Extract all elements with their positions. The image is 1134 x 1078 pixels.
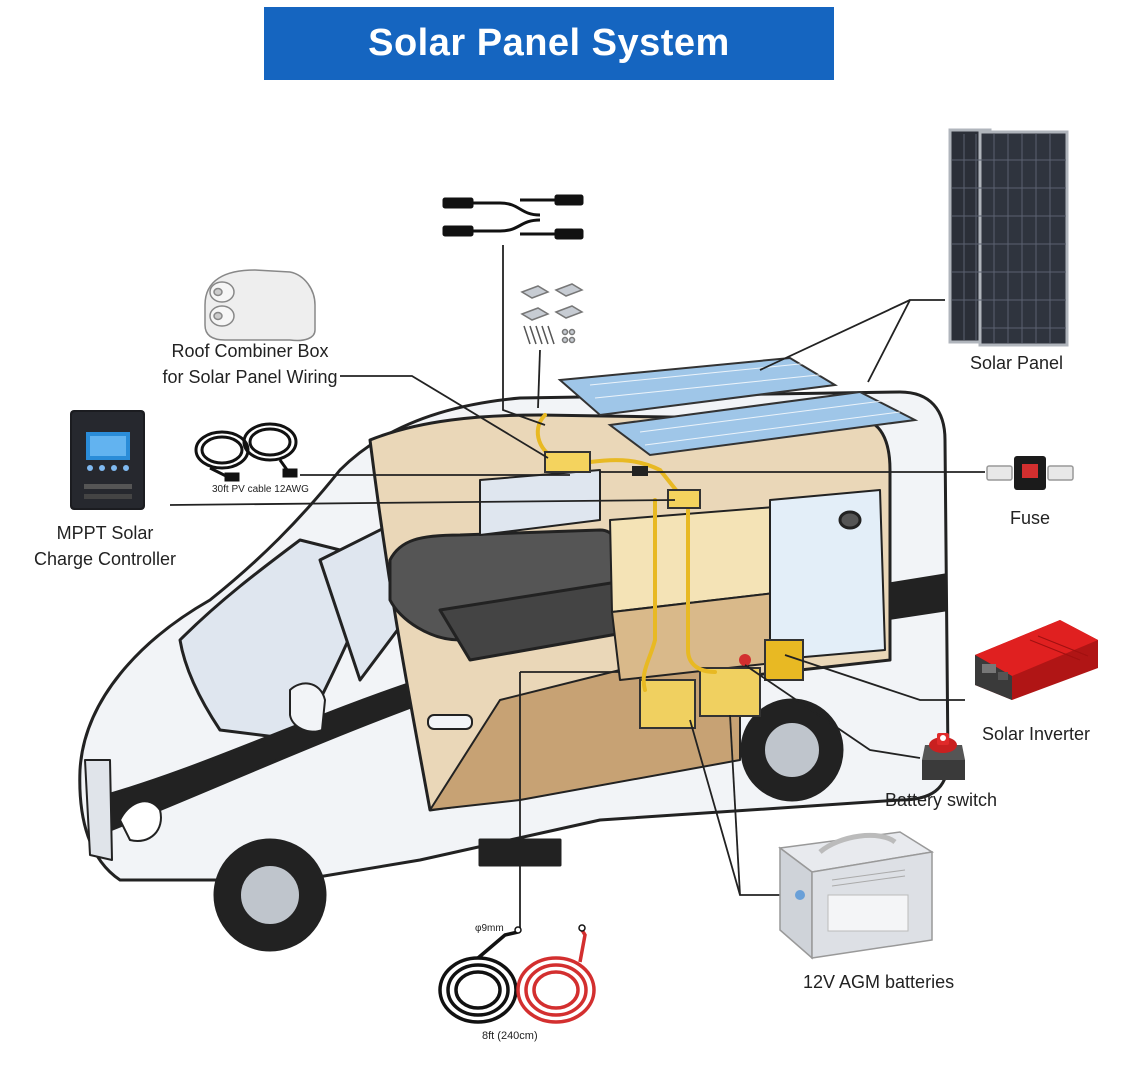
camper-van-icon bbox=[78, 390, 950, 952]
combiner-box-label-line1: Roof Combiner Box bbox=[171, 341, 329, 361]
mounting-bracket-icon bbox=[520, 283, 584, 345]
title-banner: Solar Panel System bbox=[264, 7, 834, 80]
roof-solar-panels bbox=[557, 356, 919, 457]
mppt-label: MPPT Solar Charge Controller bbox=[20, 520, 190, 572]
battery-switch-icon bbox=[922, 733, 965, 780]
fuse-icon bbox=[986, 456, 1074, 490]
mc4-connector-icon bbox=[442, 194, 584, 240]
mppt-label-line2: Charge Controller bbox=[33, 549, 177, 569]
page-title: Solar Panel System bbox=[368, 22, 730, 64]
van-controller bbox=[667, 489, 701, 509]
battery-cable-icon bbox=[438, 924, 596, 1024]
van-fuse bbox=[632, 466, 648, 476]
solar-panel-label: Solar Panel bbox=[970, 353, 1064, 373]
combiner-box-label: Roof Combiner Box for Solar Panel Wiring bbox=[150, 338, 350, 390]
cable-length-label: 8ft (240cm) bbox=[482, 1030, 538, 1042]
solar-panel-icon bbox=[948, 128, 1069, 347]
van-combiner-box bbox=[544, 451, 591, 473]
mppt-label-line1: MPPT Solar bbox=[56, 523, 154, 543]
cable-diameter-label: φ9mm bbox=[475, 923, 504, 934]
pv-cable-label: 30ft PV cable 12AWG bbox=[212, 484, 309, 495]
charge-controller-icon bbox=[70, 410, 145, 510]
combiner-box-icon bbox=[204, 269, 316, 342]
fuse-label: Fuse bbox=[1010, 508, 1051, 528]
pv-cable-icon bbox=[194, 422, 298, 482]
agm-battery-icon bbox=[778, 831, 935, 960]
yellow-wiring bbox=[535, 413, 717, 692]
inverter-label: Solar Inverter bbox=[982, 724, 1091, 744]
van-batteries bbox=[639, 639, 804, 729]
combiner-box-label-line2: for Solar Panel Wiring bbox=[162, 367, 338, 387]
batteries-label: 12V AGM batteries bbox=[803, 972, 955, 992]
battery-switch-label: Battery switch bbox=[885, 790, 998, 810]
leader-lines bbox=[169, 245, 985, 930]
inverter-icon bbox=[975, 620, 1098, 700]
